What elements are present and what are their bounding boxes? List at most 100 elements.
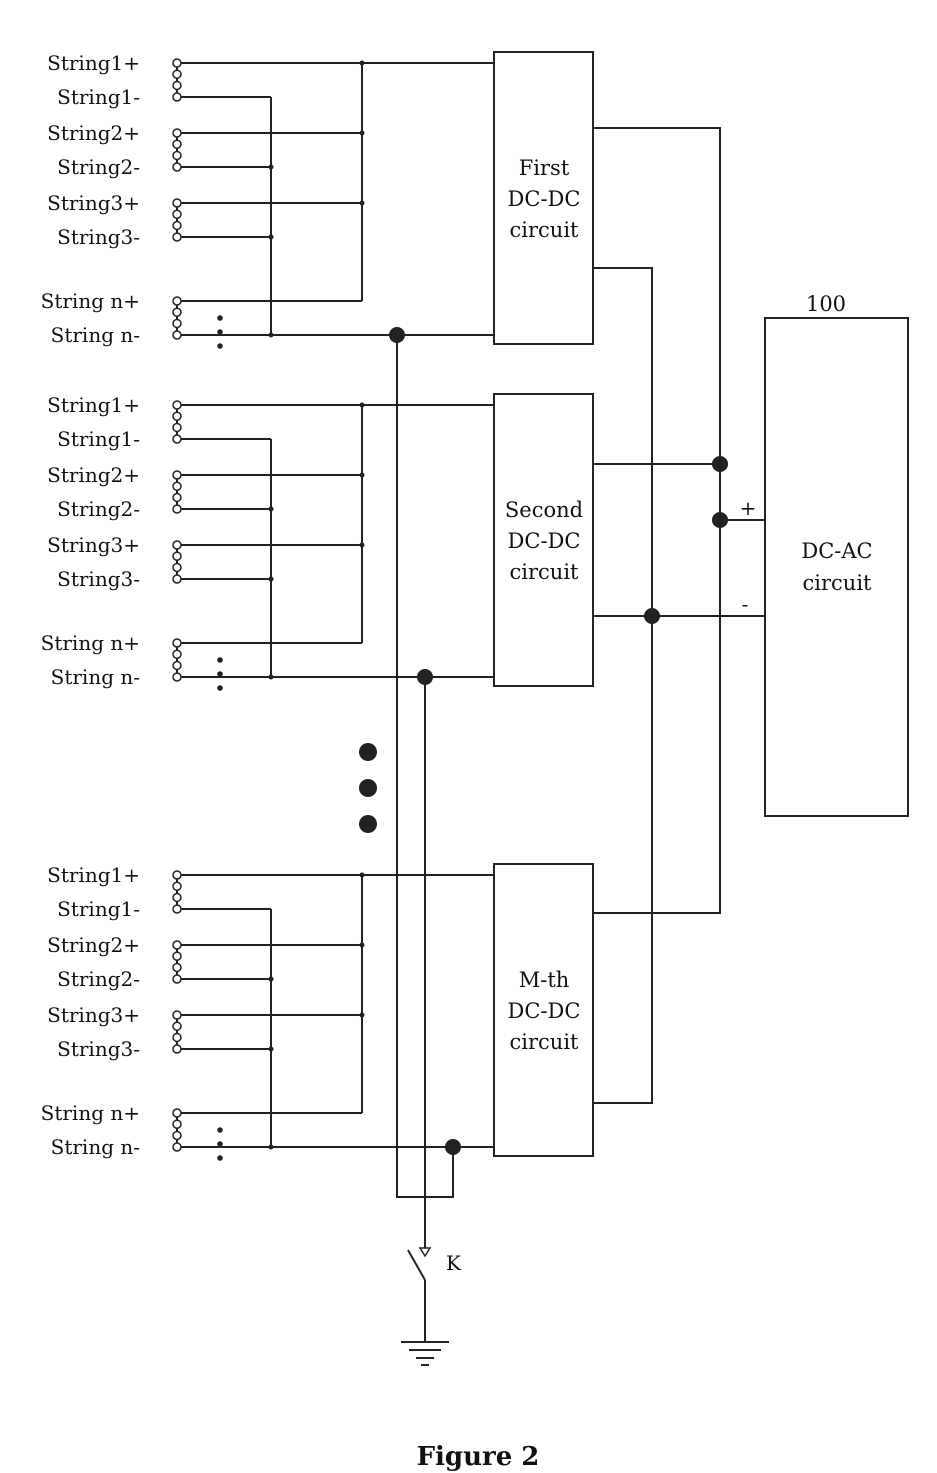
string-label: String n- bbox=[51, 323, 140, 347]
junction-dot bbox=[360, 1013, 365, 1018]
string-label: String2- bbox=[57, 497, 140, 521]
string-label: String3+ bbox=[47, 1003, 140, 1027]
ground-network: K bbox=[359, 335, 462, 1365]
ellipsis-dot bbox=[217, 1127, 223, 1133]
string-terminal bbox=[173, 882, 181, 890]
string-terminal bbox=[173, 871, 181, 879]
ellipsis-dot bbox=[217, 671, 223, 677]
string-label: String1- bbox=[57, 427, 140, 451]
string-label: String3+ bbox=[47, 533, 140, 557]
string-terminal bbox=[173, 493, 181, 501]
string-label: String1- bbox=[57, 897, 140, 921]
ground-icon bbox=[401, 1342, 449, 1365]
junction-dot bbox=[269, 1145, 274, 1150]
string-terminal bbox=[173, 1131, 181, 1139]
string-terminal bbox=[173, 151, 181, 159]
junction-dot bbox=[269, 1047, 274, 1052]
string-terminal bbox=[173, 1120, 181, 1128]
converter-label-line: circuit bbox=[510, 1030, 580, 1054]
string-terminal bbox=[173, 401, 181, 409]
inverter-reference-number: 100 bbox=[806, 292, 846, 316]
switch-contact bbox=[420, 1248, 430, 1256]
output-bus bbox=[593, 128, 765, 1103]
string-terminal bbox=[173, 129, 181, 137]
string-terminal bbox=[173, 93, 181, 101]
junction-dot bbox=[360, 543, 365, 548]
string-terminal bbox=[173, 1011, 181, 1019]
inverter-label-line: DC-AC bbox=[801, 539, 872, 563]
string-label: String1+ bbox=[47, 863, 140, 887]
string-terminal bbox=[173, 331, 181, 339]
junction-dot bbox=[360, 61, 365, 66]
converter-label-line: circuit bbox=[510, 560, 580, 584]
dc-ac-inverter: 100 DC-AC circuit + - bbox=[740, 292, 908, 816]
string-terminal bbox=[173, 661, 181, 669]
figure-caption: Figure 2 bbox=[417, 1442, 540, 1472]
converter-label-line: First bbox=[519, 156, 570, 180]
string-groups: String1+ String1- String2+ String2- String3+… bbox=[41, 51, 593, 1161]
string-terminal bbox=[173, 140, 181, 148]
string-label: String2- bbox=[57, 155, 140, 179]
string-terminal bbox=[173, 297, 181, 305]
converter-label-line: DC-DC bbox=[508, 999, 581, 1023]
string-label: String n+ bbox=[41, 631, 140, 655]
inverter-minus-label: - bbox=[742, 592, 749, 616]
string-terminal bbox=[173, 563, 181, 571]
string-terminal bbox=[173, 941, 181, 949]
string-terminal bbox=[173, 233, 181, 241]
junction-dot bbox=[269, 977, 274, 982]
string-terminal bbox=[173, 893, 181, 901]
string-label: String3- bbox=[57, 567, 140, 591]
string-label: String2+ bbox=[47, 121, 140, 145]
string-terminal bbox=[173, 575, 181, 583]
string-terminal bbox=[173, 1045, 181, 1053]
string-terminal bbox=[173, 199, 181, 207]
converter-label-line: DC-DC bbox=[508, 187, 581, 211]
junction-dot bbox=[360, 201, 365, 206]
string-group: String1+String1-String2+String2-String3+… bbox=[41, 51, 593, 349]
junction-dot bbox=[712, 456, 728, 472]
string-label: String2- bbox=[57, 967, 140, 991]
string-terminal bbox=[173, 975, 181, 983]
string-terminal bbox=[173, 505, 181, 513]
converter-label-line: circuit bbox=[510, 218, 580, 242]
junction-dot bbox=[360, 943, 365, 948]
positive-rail-wire bbox=[593, 128, 720, 913]
string-terminal bbox=[173, 541, 181, 549]
junction-dot bbox=[360, 873, 365, 878]
string-terminal bbox=[173, 952, 181, 960]
string-terminal bbox=[173, 1143, 181, 1151]
string-terminal bbox=[173, 1109, 181, 1117]
string-terminal bbox=[173, 163, 181, 171]
junction-dot bbox=[360, 131, 365, 136]
string-label: String1- bbox=[57, 85, 140, 109]
junction-dot bbox=[360, 473, 365, 478]
switch-label: K bbox=[446, 1251, 462, 1275]
negative-rail-wire bbox=[593, 268, 652, 1103]
junction-dot bbox=[360, 403, 365, 408]
string-terminal bbox=[173, 650, 181, 658]
converter-label-line: DC-DC bbox=[508, 529, 581, 553]
junction-dot bbox=[712, 512, 728, 528]
ellipsis-dot bbox=[217, 685, 223, 691]
string-terminal bbox=[173, 81, 181, 89]
string-terminal bbox=[173, 673, 181, 681]
ellipsis-dot bbox=[217, 343, 223, 349]
ellipsis-dot bbox=[217, 315, 223, 321]
string-terminal bbox=[173, 963, 181, 971]
string-label: String2+ bbox=[47, 933, 140, 957]
string-label: String n- bbox=[51, 1135, 140, 1159]
string-terminal bbox=[173, 552, 181, 560]
string-terminal bbox=[173, 59, 181, 67]
junction-dot bbox=[644, 608, 660, 624]
continuation-dot bbox=[359, 743, 377, 761]
string-label: String n+ bbox=[41, 289, 140, 313]
string-label: String3+ bbox=[47, 191, 140, 215]
junction-dot bbox=[269, 675, 274, 680]
ellipsis-dot bbox=[217, 1141, 223, 1147]
switch-k-blade bbox=[408, 1250, 425, 1280]
string-terminal bbox=[173, 1022, 181, 1030]
string-label: String n+ bbox=[41, 1101, 140, 1125]
string-terminal bbox=[173, 319, 181, 327]
